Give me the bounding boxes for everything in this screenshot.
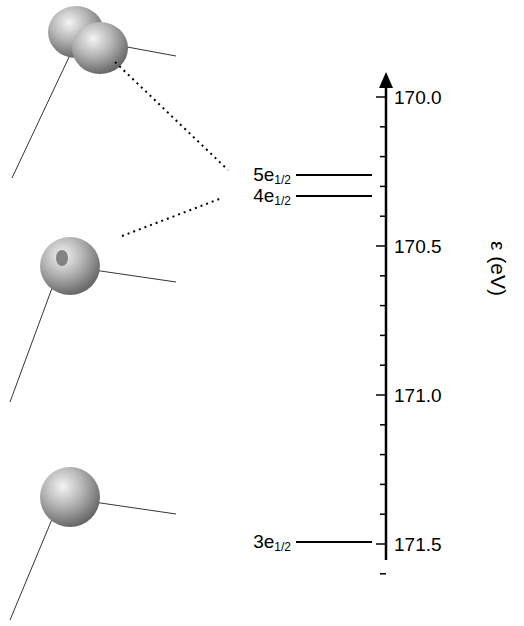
tick-mark bbox=[380, 424, 386, 426]
tick-mark bbox=[380, 215, 386, 217]
tick-mark bbox=[380, 335, 386, 337]
tick-mark bbox=[376, 96, 386, 98]
tick-mark bbox=[380, 126, 386, 128]
tick-mark bbox=[376, 245, 386, 247]
tick-mark bbox=[380, 484, 386, 486]
axis-title: ε (eV) bbox=[488, 241, 509, 296]
energy-level bbox=[296, 541, 372, 543]
dotted-leader bbox=[115, 62, 228, 170]
tick-mark bbox=[380, 156, 386, 158]
axis-arrowhead bbox=[379, 72, 393, 88]
level-label: 3e1/2 bbox=[253, 532, 291, 553]
axis-ticks bbox=[376, 97, 386, 574]
dotted-leader bbox=[122, 198, 222, 236]
orbital-blob bbox=[40, 237, 100, 295]
orbital-sphere bbox=[40, 467, 100, 527]
energy-level bbox=[296, 195, 372, 197]
tick-mark bbox=[380, 186, 386, 188]
tick-mark bbox=[380, 513, 386, 515]
bond-line bbox=[10, 280, 55, 402]
energy-level bbox=[296, 174, 372, 176]
tick-label: 170.5 bbox=[394, 237, 442, 256]
bond-line bbox=[10, 512, 55, 620]
tick-mark bbox=[380, 275, 386, 277]
tick-mark bbox=[376, 394, 386, 396]
tick-mark bbox=[380, 454, 386, 456]
tick-mark bbox=[380, 364, 386, 366]
bond-line bbox=[12, 55, 70, 178]
energy-axis bbox=[385, 84, 388, 560]
tick-label: 170.0 bbox=[394, 88, 442, 107]
level-label: 5e1/2 bbox=[253, 165, 291, 186]
tick-label: 171.5 bbox=[394, 535, 442, 554]
level-label: 4e1/2 bbox=[253, 186, 291, 207]
orbital-hole bbox=[56, 250, 68, 266]
tick-mark bbox=[380, 573, 386, 575]
tick-label: 171.0 bbox=[394, 386, 442, 405]
tick-mark bbox=[376, 543, 386, 545]
tick-mark bbox=[380, 305, 386, 307]
